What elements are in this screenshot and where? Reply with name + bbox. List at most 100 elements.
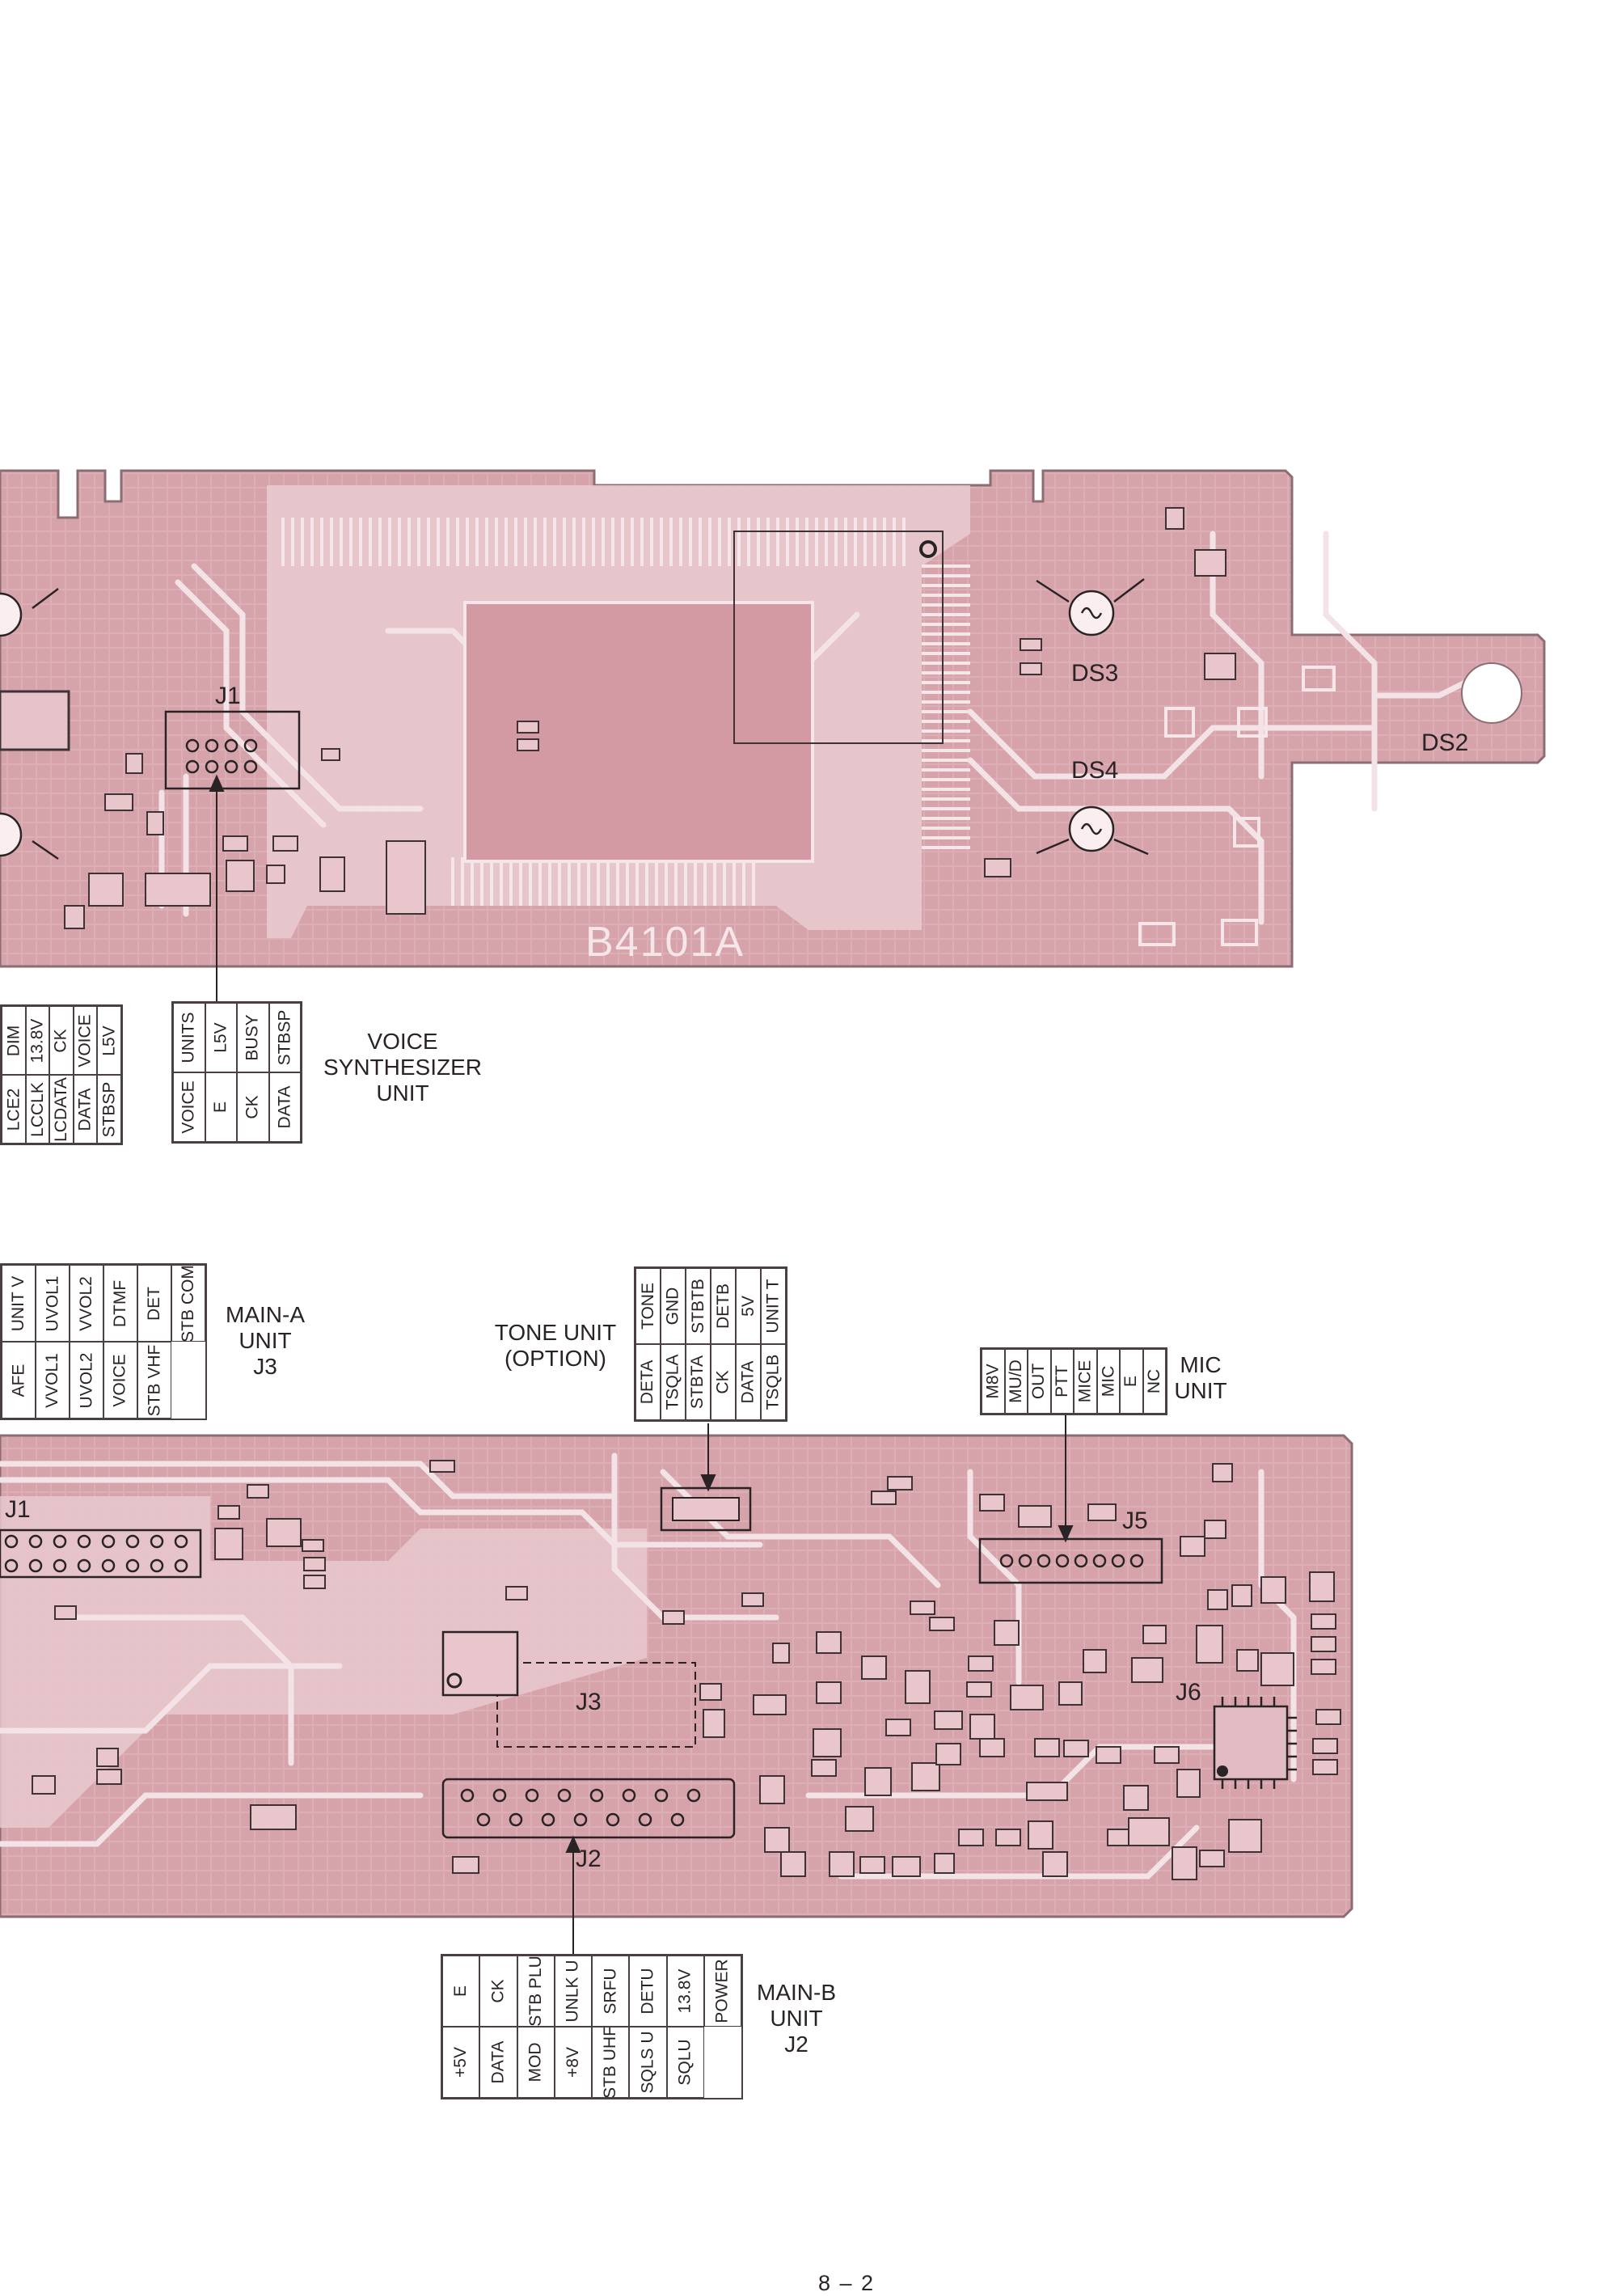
pin-cell-mic_unit: MU/D <box>1004 1349 1028 1414</box>
pin-label: DATA <box>488 2040 508 2084</box>
pin-cell-top_left: VOICE <box>73 1006 98 1075</box>
top-j1-connector <box>164 710 301 790</box>
bottom-trace-field <box>0 1496 647 1828</box>
pin-label: UNITS <box>179 1012 198 1063</box>
pin-cell-tone_unit: STBTB <box>686 1268 711 1344</box>
pin-label: CK <box>713 1370 733 1394</box>
pin-label: TSQLB <box>763 1354 783 1410</box>
pin-label: STBTA <box>688 1355 707 1410</box>
pin-cell-main_b: SRFU <box>592 1956 630 2027</box>
pin-cell-tone_unit: CK <box>711 1344 736 1420</box>
pin-label: TONE <box>638 1283 657 1330</box>
pin-label: DETB <box>713 1283 733 1330</box>
pin-cell-voice_synth: CK <box>237 1072 269 1142</box>
pin-cell-mic_unit: OUT <box>1028 1349 1051 1414</box>
bottom-j5-label: J5 <box>1122 1507 1148 1534</box>
pin-label: DTMF <box>111 1279 130 1327</box>
pin-label: STBSP <box>99 1081 119 1137</box>
pin-cell-main_a: VOICE <box>103 1342 137 1419</box>
top-ds3-label: DS3 <box>1071 660 1118 687</box>
pin-label: TSQLA <box>663 1354 682 1410</box>
pin-label: 13.8V <box>675 1968 695 2014</box>
pin-cell-main_b: POWER <box>703 1956 741 2027</box>
pin-cell-main_b: STB PLU <box>517 1956 555 2027</box>
pin-cell-tone_unit: TSQLB <box>761 1344 786 1420</box>
pin-label: LCDATA <box>51 1076 70 1142</box>
pin-label: VVOL2 <box>77 1275 95 1331</box>
lamp-ds4-icon <box>1036 806 1149 856</box>
pin-cell-tone_unit: 5V <box>736 1268 761 1344</box>
main-b-label: MAIN-B UNIT J2 <box>757 1980 836 2057</box>
pin-label: GND <box>663 1287 682 1326</box>
top-part-number: B4101A <box>585 919 745 966</box>
pin-label: UVOL1 <box>43 1275 61 1331</box>
pin-label: L5V <box>211 1022 230 1053</box>
pin-cell-top_left: DATA <box>73 1075 98 1144</box>
pin-label: MOD <box>526 2042 545 2082</box>
pin-label: DETU <box>638 1968 657 2015</box>
bottom-board <box>0 1434 1353 1918</box>
pointer-lines <box>209 774 1074 1954</box>
pin-cell-voice_synth: E <box>205 1072 237 1142</box>
pin-label: NC <box>1144 1368 1163 1394</box>
tone-unit-label: TONE UNIT (OPTION) <box>494 1320 617 1371</box>
pin-cell-main_b: UNLK U <box>554 1956 592 2027</box>
pin-label: 13.8V <box>27 1018 47 1063</box>
top-smd-components <box>64 507 1236 929</box>
bottom-j5-connector <box>978 1537 1163 1584</box>
main-a-label: MAIN-A UNIT J3 <box>226 1302 305 1379</box>
pin-label: E <box>211 1101 230 1114</box>
pin-cell-top_left: DIM <box>2 1006 26 1075</box>
pin-cell-voice_synth: STBSP <box>268 1003 301 1072</box>
pin-label: STBTB <box>688 1279 707 1334</box>
pin-label: 5V <box>738 1296 758 1317</box>
pin-cell-main_b: STB UHF <box>592 2027 630 2098</box>
pin-label: DET <box>145 1286 163 1321</box>
pin-cell-voice_synth: DATA <box>268 1072 301 1142</box>
pin-cell-tone_unit: GND <box>661 1268 686 1344</box>
top-pad-outlines <box>1138 666 1336 946</box>
pin-label: CK <box>243 1095 262 1119</box>
pin-cell-top_left: LCDATA <box>49 1075 74 1144</box>
top-ds2-label: DS2 <box>1421 729 1468 756</box>
pin-cell-tone_unit: DETA <box>635 1344 661 1420</box>
pin-label: DETA <box>638 1359 657 1405</box>
bottom-j2-connector <box>441 1778 736 1839</box>
pin-label: BUSY <box>243 1014 262 1061</box>
pin-cell-tone_unit: DETB <box>711 1268 736 1344</box>
pin-cell-main_a: VVOL2 <box>70 1265 103 1342</box>
pin-label: UVOL2 <box>77 1352 95 1408</box>
pin-cell-mic_unit: E <box>1120 1349 1143 1414</box>
pin-cell-main_b: DATA <box>479 2027 517 2098</box>
bottom-j6-label: J6 <box>1176 1679 1201 1706</box>
ds2-lamp-hole <box>1461 662 1522 724</box>
pin-label: MU/D <box>1006 1359 1025 1403</box>
voice-synth-label: VOICE SYNTHESIZER UNIT <box>323 1029 483 1106</box>
pin-label: DATA <box>75 1088 95 1131</box>
bottom-j3-label: J3 <box>576 1689 602 1715</box>
pin-label: MICE <box>1075 1359 1095 1403</box>
pin-label: +8V <box>563 2047 582 2078</box>
pin-label: LCE2 <box>3 1088 23 1131</box>
lamp-ds3-icon <box>1036 578 1145 636</box>
pin-label: VOICE <box>111 1353 130 1407</box>
bottom-j3-area <box>496 1662 696 1748</box>
pin-label: VVOL1 <box>43 1352 61 1408</box>
pin-cell-main_b: +8V <box>554 2027 592 2098</box>
pin-label: DIM <box>3 1025 23 1056</box>
pin-cell-top_left: CK <box>49 1006 74 1075</box>
pin-cell-voice_synth: L5V <box>205 1003 237 1072</box>
pin-label: PTT <box>1052 1365 1071 1397</box>
pin-label: CK <box>488 1979 508 2003</box>
pin-label: CK <box>52 1028 70 1053</box>
pin-cell-top_left: LCCLK <box>25 1075 50 1144</box>
pin-label: UNIT V <box>9 1275 27 1331</box>
pin-cell-top_left: L5V <box>97 1006 121 1075</box>
pin-label: STB UHF <box>601 2027 620 2098</box>
